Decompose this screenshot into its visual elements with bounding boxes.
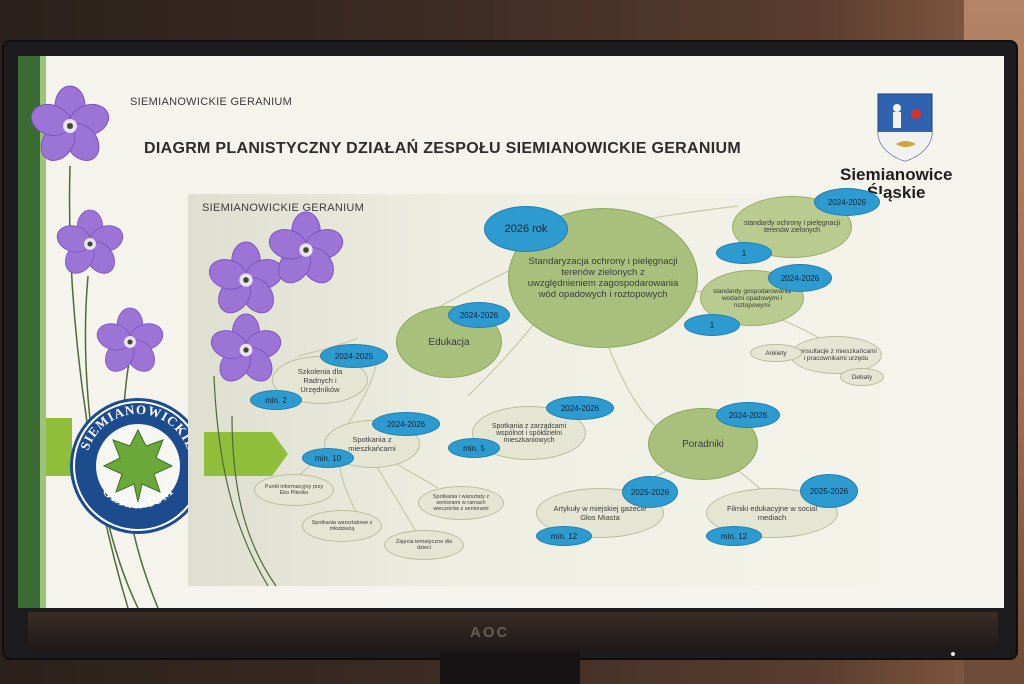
city-line-1: Siemianowice [840, 165, 953, 184]
tag-artykuly-years: 2025-2026 [622, 476, 678, 508]
tag-filmiki-years: 2025-2026 [800, 474, 858, 508]
node-ankiety: Ankiety [750, 344, 802, 362]
slide-stripe-light [40, 56, 46, 608]
tag-artykuly-count: min. 12 [536, 526, 592, 546]
tag-std1-years: 2024-2026 [814, 188, 880, 216]
monitor-brand: AOC [470, 624, 510, 641]
node-spotkania-zarzadcy: Spotkania z zarządcami wspólnot i spółdz… [472, 406, 586, 460]
panel-label: SIEMIANOWICKIE GERANIUM [202, 202, 365, 214]
node-punkt: Punkt informacyjny przy Eko Pikniku [254, 474, 334, 506]
power-led [951, 652, 955, 656]
tag-poradniki-years: 2024-2026 [716, 402, 780, 428]
green-arrow-left [46, 418, 72, 476]
tag-spotkania-m-years: 2024-2026 [372, 412, 440, 436]
slide-stripe [18, 56, 40, 608]
tag-2026-rok: 2026 rok [484, 206, 568, 252]
node-debaty: Debaty [840, 368, 884, 386]
node-warsztaty-seniorzy: Spotkania i warsztaty z seniorami w rama… [418, 486, 504, 520]
tag-spotkania-z-count: min. 5 [448, 438, 500, 458]
tag-edukacja-years: 2024-2026 [448, 302, 510, 328]
monitor-stand [440, 652, 580, 684]
node-warsztaty-mlodziez: Spotkania warsztatowe z młodzieżą [302, 510, 382, 542]
geranium-logo-icon: SIEMIANOWICKIE GERANIUM [70, 398, 206, 534]
slide: SIEMIANOWICKIE GERANIUM DIAGRM PLANISTYC… [18, 56, 1004, 608]
brand-small: SIEMIANOWICKIE GERANIUM [130, 96, 293, 108]
panel-decoration [204, 205, 829, 587]
monitor-bezel [28, 612, 998, 652]
node-zajecia: Zajęcia tematyczne dla dzieci [384, 530, 464, 560]
city-crest-icon [877, 93, 933, 162]
tag-std2-years: 2024-2026 [768, 264, 832, 292]
tag-szkolenia-count: min. 2 [250, 390, 302, 410]
page-title: DIAGRM PLANISTYCZNY DZIAŁAŃ ZESPOŁU SIEM… [144, 140, 741, 157]
flower-left-1 [30, 85, 164, 372]
tag-szkolenia-years: 2024-2025 [320, 344, 388, 368]
tag-spotkania-m-count: min. 10 [302, 448, 354, 468]
tag-spotkania-z-years: 2024-2026 [546, 396, 614, 420]
tag-filmiki-count: min. 12 [706, 526, 762, 546]
tag-std2-count: 1 [684, 314, 740, 336]
tag-std1-count: 1 [716, 242, 772, 264]
